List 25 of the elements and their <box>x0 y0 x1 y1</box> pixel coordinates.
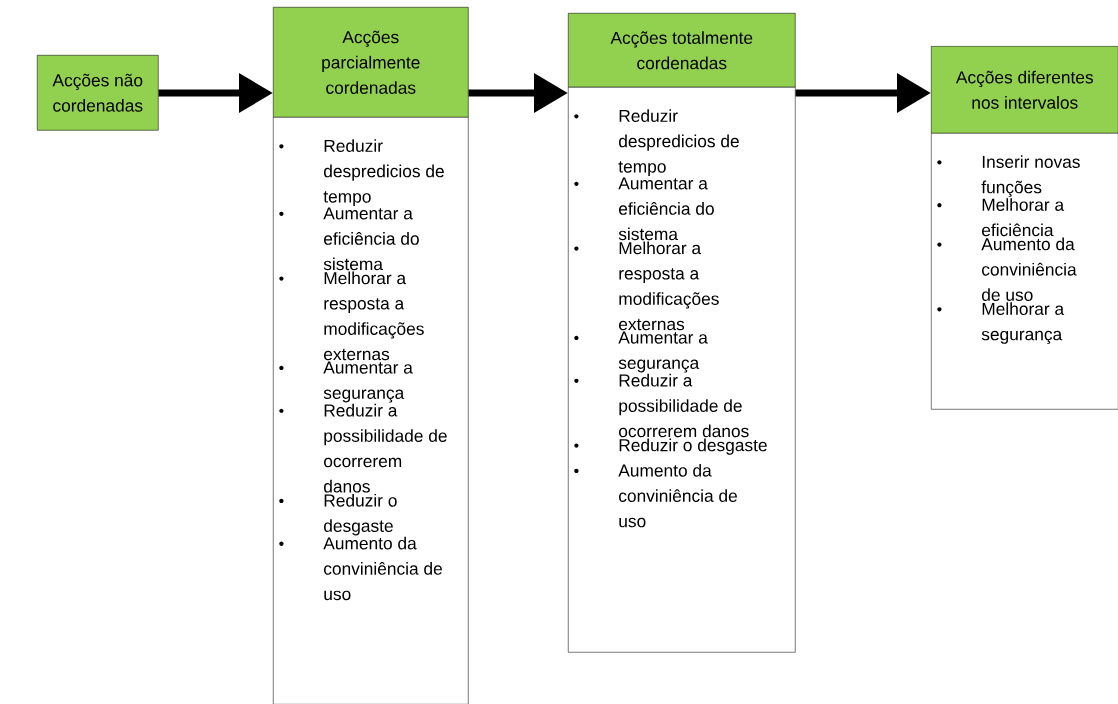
bullet-item: Aumentar a eficiência do sistema <box>574 177 714 241</box>
bullet-item: Melhorar a segurança <box>937 302 1065 344</box>
bullet-item: Reduzir a possibilidade de ocorrerem danos <box>574 373 749 438</box>
header-box: Acções diferentes nos intervalos <box>931 46 1118 134</box>
bullet-item: Aumento da conviniência de uso <box>279 536 442 601</box>
bullet-item: Aumento da conviniência de uso <box>937 237 1077 301</box>
bullet-item: Reduzir o desgaste <box>574 438 767 455</box>
bullet-item: Melhorar a resposta a modificações externas <box>279 271 424 361</box>
list-box <box>273 117 469 704</box>
list-box <box>931 133 1118 410</box>
bullet-item: Reduzir a possibilidade de ocorrerem danos <box>279 403 447 493</box>
bullet-item: Aumentar a segurança <box>279 361 413 403</box>
header-box: Acções totalmente cordenadas <box>568 13 796 88</box>
bullet-item: Reduzir o desgaste <box>279 493 397 536</box>
bullet-item: Inserir novas funções <box>937 155 1080 197</box>
bullet-item: Melhorar a eficiência <box>937 198 1065 237</box>
bullet-item: Reduzir despredicios de tempo <box>279 139 444 207</box>
header-box: Acções parcialmente cordenadas <box>273 7 469 118</box>
bullet-item: Aumento da conviniência de uso <box>574 463 737 528</box>
bullet-item: Aumentar a segurança <box>574 331 708 373</box>
bullet-item: Reduzir despredicios de tempo <box>574 109 739 177</box>
list-box <box>568 87 796 653</box>
bullet-item: Melhorar a resposta a modificações externas <box>574 241 719 331</box>
bullet-item: Aumentar a eficiência do sistema <box>279 207 419 271</box>
header-box: Acções não cordenadas <box>37 55 159 131</box>
